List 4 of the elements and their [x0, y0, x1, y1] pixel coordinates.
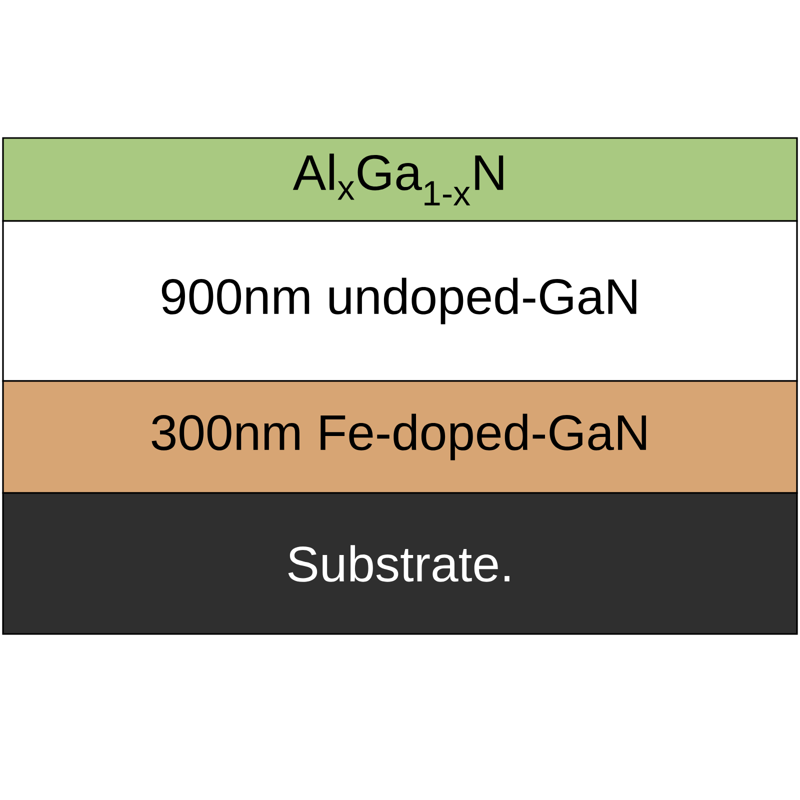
layer-band: Al$_{x}$Ga$_{1-x}$N — [2, 137, 798, 222]
layer-band: 300nm Fe-doped-GaN — [2, 380, 798, 494]
layer-band: Substrate. — [2, 492, 798, 635]
layer-band: 900nm undoped-GaN — [2, 220, 798, 382]
